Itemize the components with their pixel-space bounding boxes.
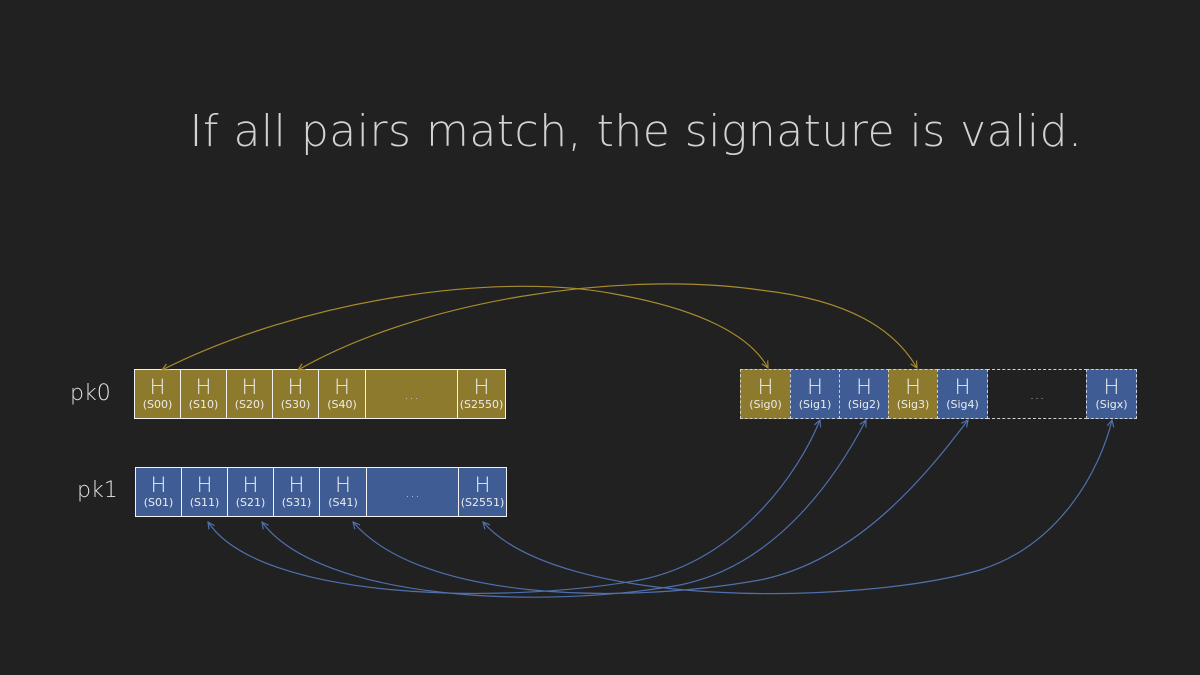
- hash-function-label: H: [807, 375, 823, 399]
- hash-argument-label: (S41): [328, 496, 358, 509]
- pk0-cell-1: H(S10): [181, 369, 227, 419]
- row-label-pk0: pk0: [70, 381, 111, 406]
- pk1-cell-0: H(S01): [135, 467, 182, 517]
- hash-function-label: H: [195, 375, 212, 399]
- hash-function-label: H: [196, 473, 213, 497]
- hash-argument-label: (S40): [327, 398, 357, 411]
- signature-cell-3: H(Sig3): [888, 369, 938, 419]
- arrow-s30-sig3: [298, 283, 917, 370]
- hash-function-label: H: [905, 375, 921, 399]
- pk1-cell-3: H(S31): [274, 467, 320, 517]
- hash-function-label: H: [288, 473, 305, 497]
- hash-argument-label: (Sigx): [1095, 398, 1128, 411]
- slide-title: If all pairs match, the signature is val…: [189, 106, 1083, 157]
- signature-hash-row: H(Sig0)H(Sig1)H(Sig2)H(Sig3)H(Sig4)…H(Si…: [740, 369, 1137, 419]
- hash-argument-label: (Sig4): [946, 398, 979, 411]
- pk0-cell-3: H(S30): [273, 369, 319, 419]
- hash-argument-label: (Sig3): [896, 398, 930, 411]
- hash-function-label: H: [241, 375, 258, 399]
- signature-cell-0: H(Sig0): [740, 369, 791, 419]
- pk1-cell-2: H(S21): [228, 467, 274, 517]
- pk0-cell-5: …: [366, 369, 458, 419]
- signature-cell-2: H(Sig2): [839, 369, 889, 419]
- hash-argument-label: (Sig0): [749, 398, 782, 411]
- hash-function-label: H: [474, 473, 491, 497]
- signature-cell-4: H(Sig4): [937, 369, 988, 419]
- hash-function-label: H: [335, 473, 351, 497]
- hash-argument-label: (Sig1): [798, 398, 832, 411]
- hash-argument-label: (S01): [143, 496, 174, 509]
- hash-function-label: H: [757, 375, 774, 399]
- signature-cell-5: …: [987, 369, 1087, 419]
- hash-function-label: H: [1103, 375, 1120, 399]
- hash-function-label: H: [473, 375, 490, 399]
- hash-argument-label: (S11): [189, 496, 220, 509]
- hash-argument-label: (S10): [188, 398, 219, 411]
- signature-cell-6: H(Sigx): [1086, 369, 1137, 419]
- hash-function-label: H: [149, 375, 166, 399]
- arrow-s2551-sigx: [483, 420, 1112, 595]
- hash-function-label: H: [334, 375, 350, 399]
- hash-argument-label: (S00): [142, 398, 173, 411]
- hash-function-label: H: [287, 375, 304, 399]
- signature-cell-1: H(Sig1): [790, 369, 840, 419]
- pk1-cell-6: H(S2551): [459, 467, 507, 517]
- hash-argument-label: (Sig2): [847, 398, 881, 411]
- pk1-hash-row: H(S01)H(S11)H(S21)H(S31)H(S41)…H(S2551): [135, 467, 507, 517]
- pk1-cell-4: H(S41): [320, 467, 367, 517]
- ellipsis: …: [1029, 385, 1045, 403]
- ellipsis: …: [404, 385, 419, 403]
- hash-argument-label: (S2551): [460, 496, 505, 509]
- pk0-cell-4: H(S40): [319, 369, 366, 419]
- hash-function-label: H: [954, 375, 971, 399]
- pk0-cell-0: H(S00): [134, 369, 181, 419]
- hash-argument-label: (S30): [280, 398, 311, 411]
- hash-function-label: H: [150, 473, 167, 497]
- pk0-hash-row: H(S00)H(S10)H(S20)H(S30)H(S40)…H(S2550): [134, 369, 506, 419]
- pk0-cell-6: H(S2550): [458, 369, 506, 419]
- hash-argument-label: (S31): [281, 496, 312, 509]
- hash-argument-label: (S21): [235, 496, 266, 509]
- hash-function-label: H: [242, 473, 259, 497]
- row-label-pk1: pk1: [77, 478, 118, 503]
- hash-argument-label: (S20): [234, 398, 265, 411]
- ellipsis: …: [405, 483, 420, 501]
- pk1-cell-5: …: [367, 467, 459, 517]
- arrow-s00-sig0: [162, 285, 768, 370]
- pk1-cell-1: H(S11): [182, 467, 228, 517]
- hash-function-label: H: [856, 375, 872, 399]
- hash-argument-label: (S2550): [459, 398, 504, 411]
- pk0-cell-2: H(S20): [227, 369, 273, 419]
